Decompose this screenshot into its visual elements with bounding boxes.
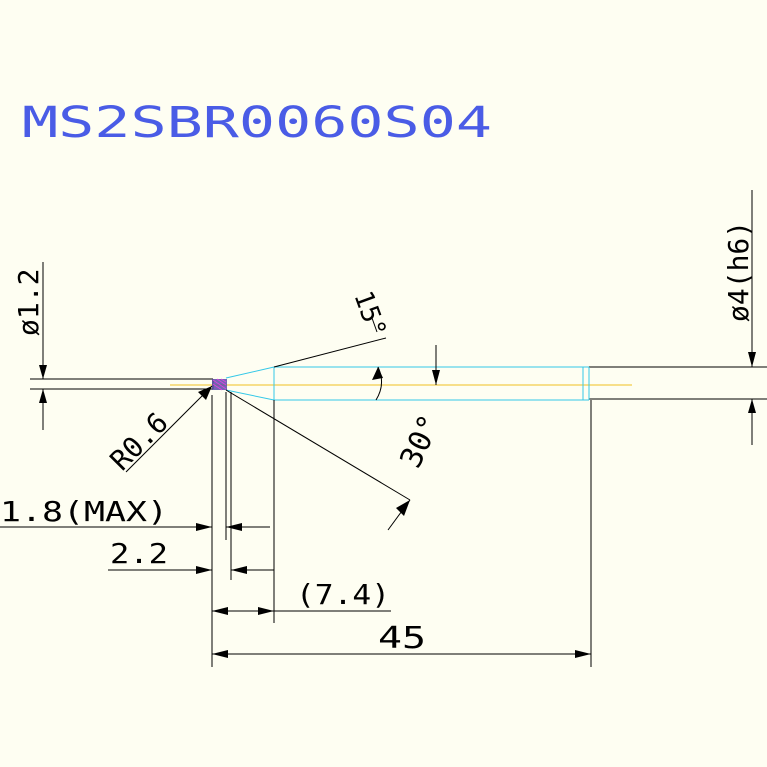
angle-15-dimension xyxy=(273,317,387,401)
extension-lines xyxy=(211,392,592,667)
tool-outline xyxy=(30,366,767,400)
radius-leader xyxy=(125,385,213,473)
part-number-title: MS2SBR0060S04 xyxy=(22,98,492,148)
overall-length-dimension xyxy=(212,650,591,658)
neck-length-label: 2.2 xyxy=(110,537,168,570)
angle-30-dimension xyxy=(225,389,411,531)
shank-diameter-dimension xyxy=(748,190,756,445)
overall-length-label: 45 xyxy=(378,621,426,656)
ball-tip xyxy=(212,378,227,391)
shank-diameter-label: ø4(h6) xyxy=(722,221,755,322)
neck-diameter-dimension xyxy=(39,262,47,430)
neck-length-dimension xyxy=(108,566,274,574)
neck-diameter-label: ø1.2 xyxy=(12,269,45,336)
flute-length-dimension xyxy=(0,523,270,531)
flute-length-label: 1.8(MAX) xyxy=(0,495,168,528)
taper-length-label: (7.4) xyxy=(296,578,390,611)
taper-height-arrows xyxy=(432,345,440,385)
taper-length-dimension xyxy=(212,607,391,615)
tool-body-edges xyxy=(225,366,590,401)
